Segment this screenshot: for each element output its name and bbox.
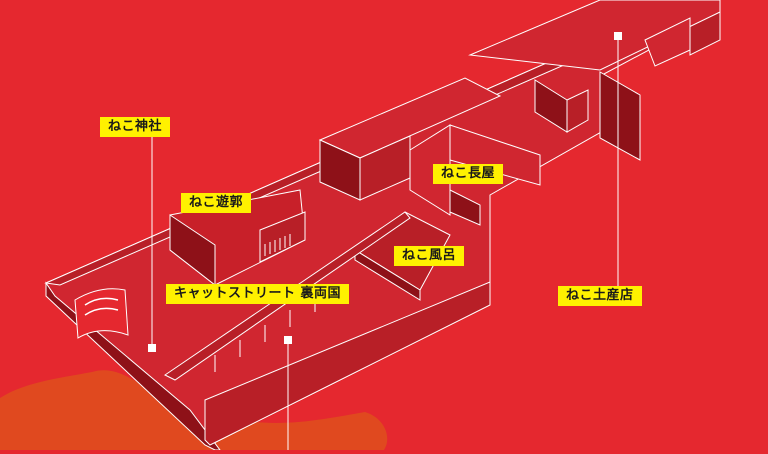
nagaya-door bbox=[449, 189, 481, 226]
marker-shrine bbox=[148, 344, 156, 352]
yukaku-partition bbox=[259, 211, 306, 263]
furo-wall bbox=[354, 249, 421, 301]
label-neko-furo[interactable]: ねこ風呂 bbox=[394, 246, 465, 266]
yukaku-railing bbox=[264, 234, 291, 256]
shrine-arch bbox=[74, 288, 129, 339]
shrine-pattern-2 bbox=[84, 307, 119, 316]
east-partition-face bbox=[566, 89, 589, 133]
shrine-pattern bbox=[84, 297, 119, 306]
northeast-roof bbox=[468, 0, 721, 71]
label-neko-miyage[interactable]: ねこ土産店 bbox=[558, 286, 642, 306]
east-wall-dark bbox=[599, 71, 641, 161]
northeast-room bbox=[644, 17, 691, 67]
label-neko-shrine[interactable]: ねこ神社 bbox=[100, 117, 171, 137]
label-neko-yukaku[interactable]: ねこ遊郭 bbox=[181, 193, 252, 213]
marker-miyage bbox=[614, 32, 622, 40]
outer-wall-front bbox=[204, 281, 491, 446]
label-cat-street[interactable]: キャットストリート 裏両国 bbox=[166, 284, 350, 304]
marker-street bbox=[284, 336, 292, 344]
nagaya-wall bbox=[409, 124, 451, 216]
label-neko-nagaya[interactable]: ねこ長屋 bbox=[433, 164, 504, 184]
